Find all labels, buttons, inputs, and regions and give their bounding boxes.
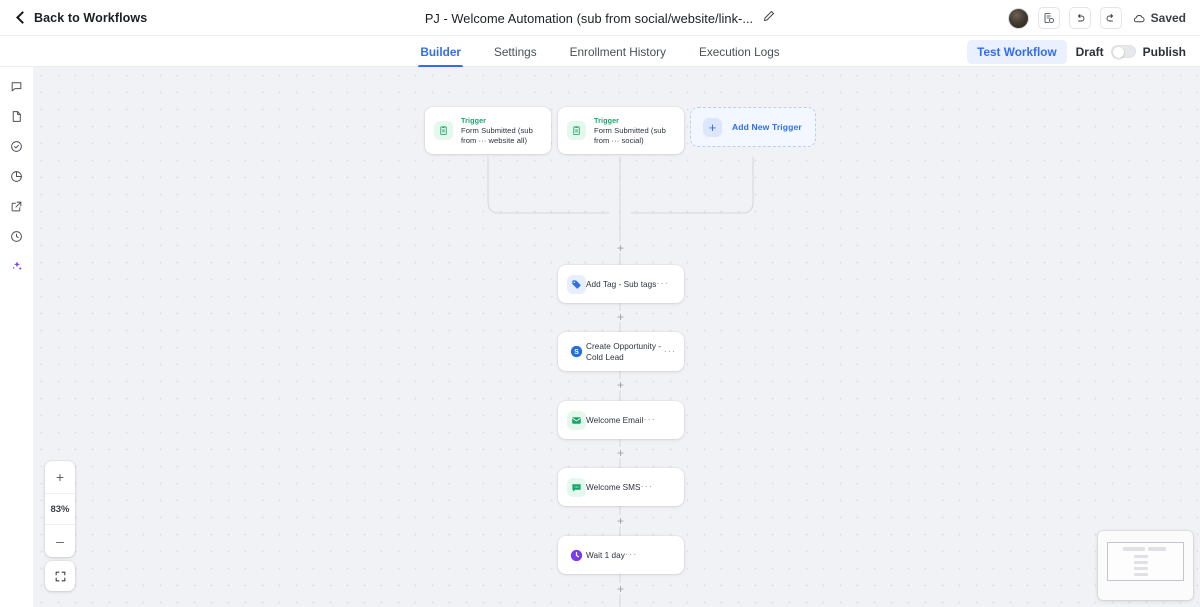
trigger-card-1-body: Trigger Form Submitted (sub from ··· web… [461,116,551,146]
sms-icon [567,477,586,497]
add-step-button-6[interactable]: + [615,581,626,596]
fit-to-screen-button[interactable] [45,561,75,591]
publish-toggle[interactable] [1110,45,1136,58]
chevron-left-icon [16,11,29,24]
add-step-button-4[interactable]: + [615,445,626,460]
step-node-welcome-email[interactable]: Welcome Email ··· [558,401,684,439]
trigger-card-2-body: Trigger Form Submitted (sub from ··· soc… [594,116,684,146]
test-workflow-button[interactable]: Test Workflow [967,39,1067,64]
clipboard-icon [567,121,586,140]
step-title: Wait 1 day [586,550,625,560]
minimap-node [1123,547,1145,551]
step-title: Welcome Email [586,415,644,425]
minimap-node [1134,567,1148,570]
draft-label: Draft [1075,44,1104,59]
trigger-kicker: Trigger [594,115,620,125]
file-icon [12,110,21,122]
clipboard-icon [434,121,453,140]
step-title: Add Tag - Sub tags [586,279,657,289]
check-circle-icon [11,140,22,152]
trigger-label: Form Submitted (sub from ··· website all… [461,125,533,145]
add-step-button-3[interactable]: + [615,377,626,392]
step-menu-button[interactable]: ··· [643,414,656,425]
sidebar-item-tasks[interactable] [4,135,30,157]
external-link-icon [11,201,22,211]
tag-icon [567,274,586,294]
zoom-out-button[interactable]: – [56,533,64,549]
chat-bubble-icon [11,81,22,91]
sidebar-item-ai[interactable] [4,255,30,277]
tab-execution-logs[interactable]: Execution Logs [698,44,780,59]
toggle-knob [1112,47,1124,58]
tab-enrollment-history[interactable]: Enrollment History [569,44,666,59]
pencil-icon[interactable] [763,9,775,27]
redo-button[interactable] [1099,7,1122,29]
trigger-kicker: Trigger [461,115,487,125]
sparkle-ai-icon [12,261,22,271]
save-status-label: Saved [1150,11,1186,25]
add-step-button-1[interactable]: + [615,240,626,255]
publish-toggle-group: Draft Publish [1076,45,1186,59]
fit-screen-icon [55,571,65,581]
minimap-node [1134,561,1148,564]
tab-bar: Builder Settings Enrollment History Exec… [0,36,1200,67]
tab-settings[interactable]: Settings [493,44,537,59]
zoom-controls: + 83% – [45,461,75,557]
back-to-workflows-label: Back to Workflows [34,10,148,25]
dollar-circle-icon: S [567,342,586,361]
trigger-card-1[interactable]: Trigger Form Submitted (sub from ··· web… [425,107,551,154]
minimap-node [1134,555,1148,558]
step-node-wait[interactable]: Wait 1 day ··· [558,536,684,574]
cloud-icon [1133,14,1145,22]
left-icon-rail [0,67,33,607]
svg-text:S: S [574,349,579,356]
add-new-trigger-button[interactable]: + Add New Trigger [690,107,816,147]
page-title: PJ - Welcome Automation (sub from social… [424,10,754,26]
zoom-level: 83% [45,493,75,525]
add-new-trigger-label: Add New Trigger [732,122,802,132]
tab-builder[interactable]: Builder [418,36,463,67]
avatar[interactable] [1007,7,1029,29]
trigger-card-2[interactable]: Trigger Form Submitted (sub from ··· soc… [558,107,684,154]
add-step-button-2[interactable]: + [615,309,626,324]
sidebar-item-reports[interactable] [4,165,30,187]
step-menu-button[interactable]: ··· [640,481,653,492]
trigger-label: Form Submitted (sub from ··· social) [594,125,666,145]
top-bar: Back to Workflows PJ - Welcome Automatio… [0,0,1200,36]
top-bar-actions: Saved [1007,0,1186,36]
clock-icon [567,546,586,565]
notes-button[interactable] [1037,7,1060,29]
minimap-viewport[interactable] [1107,542,1184,581]
step-node-add-tag[interactable]: Add Tag - Sub tags ··· [558,265,684,303]
step-menu-button[interactable]: ··· [624,549,638,560]
undo-button[interactable] [1068,7,1091,29]
zoom-in-button[interactable]: + [55,469,65,485]
minimap[interactable] [1098,531,1193,600]
clock-history-icon [11,230,22,242]
pie-chart-icon [11,170,22,182]
tab-list: Builder Settings Enrollment History Exec… [0,36,1200,67]
step-title: Welcome SMS [586,482,641,492]
step-title: Create Opportunity - Cold Lead [586,341,662,362]
builder-actions: Test Workflow Draft Publish [967,36,1186,67]
minimap-node [1148,547,1166,551]
back-to-workflows-button[interactable]: Back to Workflows [16,10,148,25]
step-node-create-opportunity[interactable]: S Create Opportunity - Cold Lead ··· [558,332,684,371]
step-menu-button[interactable]: ··· [656,278,669,289]
sidebar-item-files[interactable] [4,105,30,127]
step-menu-button[interactable]: ··· [663,345,676,357]
add-step-button-5[interactable]: + [615,513,626,528]
sidebar-item-open-external[interactable] [4,195,30,217]
publish-label: Publish [1142,44,1186,59]
workflow-canvas[interactable]: Trigger Form Submitted (sub from ··· web… [33,67,1200,607]
step-node-welcome-sms[interactable]: Welcome SMS ··· [558,468,684,506]
email-icon [567,410,586,430]
save-status: Saved [1133,11,1186,25]
plus-icon: + [703,117,722,137]
minimap-node [1134,573,1148,576]
sidebar-item-chat[interactable] [4,75,30,97]
sidebar-item-history[interactable] [4,225,30,247]
